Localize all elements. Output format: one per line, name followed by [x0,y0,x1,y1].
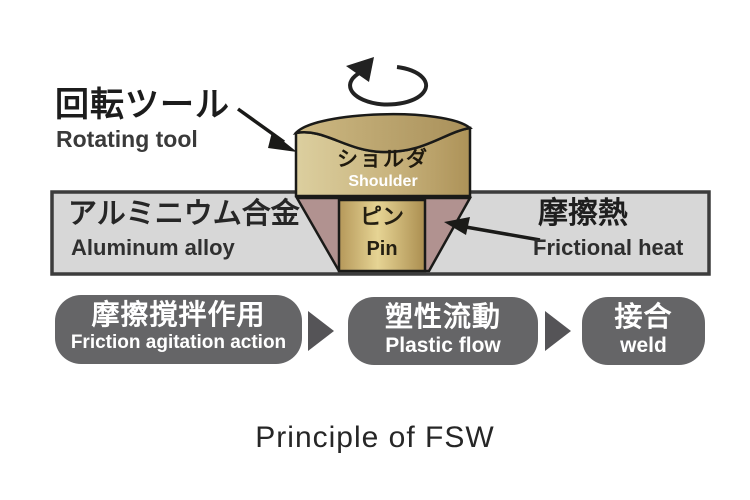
aluminum-alloy-label-en: Aluminum alloy [71,235,235,260]
shoulder-top-shape [292,112,473,154]
flow-step-weld: 接合 weld [582,297,705,365]
frictional-heat-label-jp: 摩擦熱 [538,197,628,230]
flow-step-plastic-flow: 塑性流動 Plastic flow [348,297,538,365]
shoulder-label-jp: ショルダ [337,148,429,171]
frictional-heat-arrow-line [459,224,541,242]
flow-step-1-label-jp: 摩擦撹拌作用 [91,299,266,330]
frictional-heat-arrowhead [444,217,470,235]
rotating-tool-arrowhead [268,132,297,152]
flow-step-1-label-en: Friction agitation action [70,332,287,353]
flow-step-friction-agitation: 摩擦撹拌作用 Friction agitation action [55,295,302,364]
pin-label-jp: ピン [359,204,404,229]
shoulder-label-en: Shoulder [348,173,418,190]
rotating-tool-label-jp: 回転ツール [55,86,230,124]
aluminum-alloy-label-jp: アルミニウム合金 [68,198,300,230]
pin-shape [337,198,427,273]
diagram-caption: Principle of FSW [255,421,495,454]
flow-step-2-label-jp: 塑性流動 [384,301,501,332]
flow-step-2-label-en: Plastic flow [385,334,501,357]
flow-arrow-2 [545,311,571,351]
rotating-tool-label-en: Rotating tool [56,126,198,152]
flow-step-3-label-jp: 接合 [614,301,673,332]
flow-arrow-1 [308,311,334,351]
flow-step-3-label-en: weld [620,334,667,357]
rotation-arrowhead [346,57,374,82]
pin-label-en: Pin [366,238,398,260]
rotation-arrow [348,65,429,107]
frictional-heat-label-en: Frictional heat [533,235,684,260]
